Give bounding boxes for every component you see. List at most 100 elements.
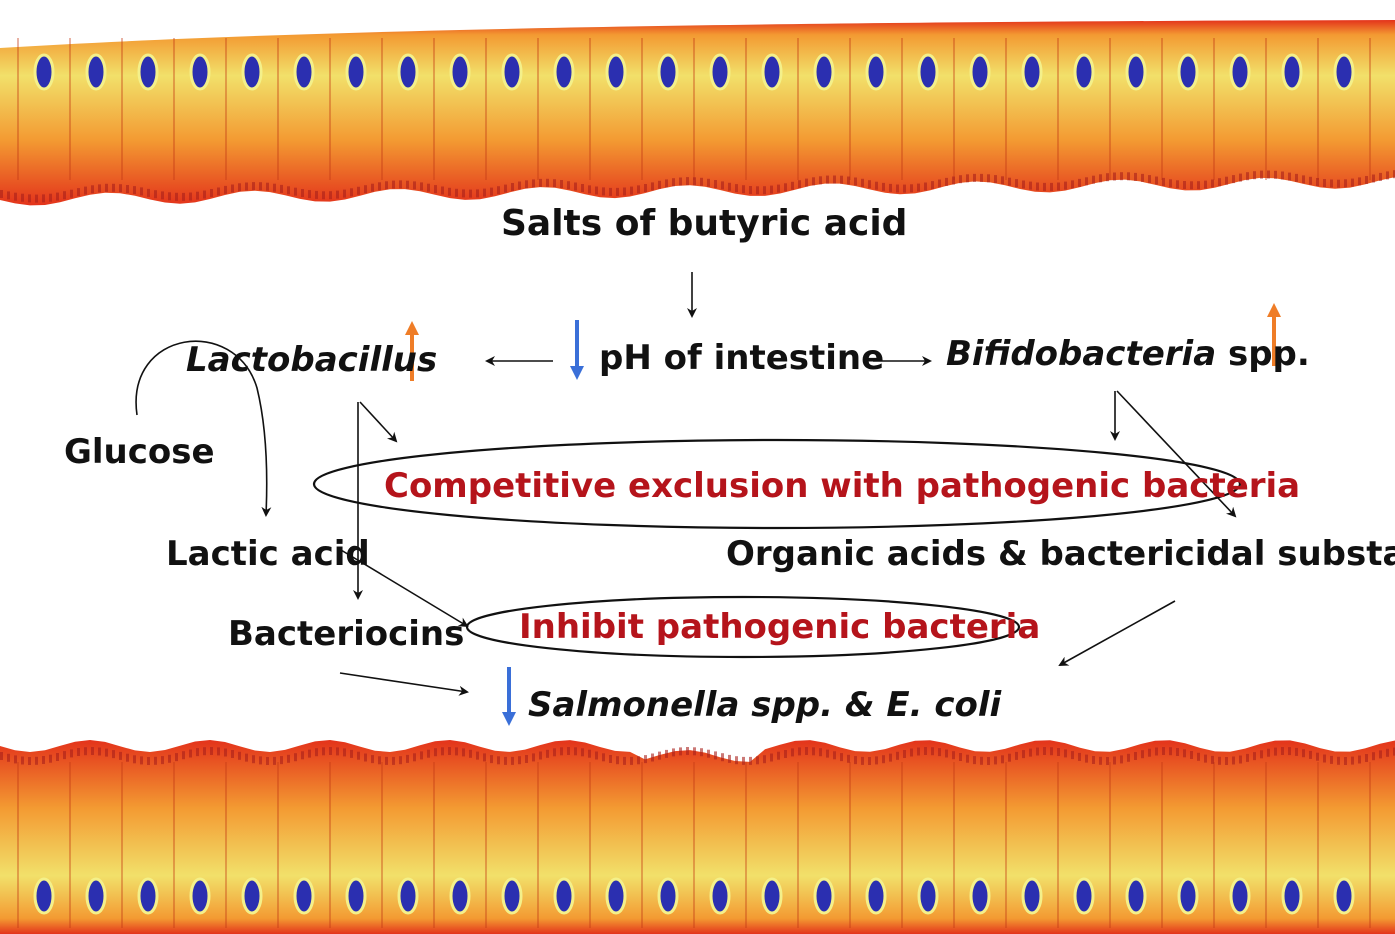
cell-nucleus	[85, 877, 107, 915]
brush-border	[616, 756, 619, 765]
competitive-exclusion-ellipse	[312, 438, 1242, 530]
brush-border	[973, 756, 976, 765]
cell-nucleus	[1177, 53, 1199, 91]
cell-nucleus	[865, 877, 887, 915]
brush-border	[434, 185, 437, 194]
brush-border	[1225, 757, 1228, 765]
brush-border	[1358, 177, 1361, 186]
brush-border	[623, 187, 626, 196]
cell-nucleus	[85, 53, 107, 91]
brush-border	[1029, 748, 1032, 757]
brush-border	[812, 177, 815, 186]
brush-border	[987, 174, 990, 183]
brush-border	[819, 176, 822, 185]
cell-nucleus	[293, 53, 315, 91]
ph-label: pH of intestine	[599, 338, 885, 378]
brush-border	[469, 189, 472, 198]
brush-border	[1267, 170, 1270, 179]
cell-nucleus	[1125, 877, 1147, 915]
brush-border	[28, 194, 31, 203]
brush-border	[917, 183, 920, 192]
intestinal-epithelium-bottom	[0, 740, 1395, 934]
brush-border	[749, 756, 752, 765]
brush-border	[1141, 750, 1144, 759]
brush-border	[21, 193, 24, 202]
brush-border	[1169, 179, 1172, 188]
brush-border	[140, 756, 143, 765]
brush-border	[462, 189, 465, 198]
brush-border	[665, 749, 668, 758]
lactic-acid-label: Lactic acid	[166, 534, 370, 574]
brush-border	[665, 179, 668, 188]
brush-border	[1008, 177, 1011, 186]
brush-border	[168, 192, 171, 201]
brush-border	[658, 180, 661, 189]
cell-nucleus	[865, 53, 887, 91]
brush-border	[399, 756, 402, 765]
brush-border	[266, 757, 269, 765]
brush-border	[1134, 172, 1137, 181]
brush-border	[679, 747, 682, 756]
cell-nucleus	[1281, 53, 1303, 91]
brush-border	[728, 754, 731, 763]
bacteriocins-label: Bacteriocins	[228, 614, 465, 654]
cell-nucleus	[241, 877, 263, 915]
cell-nucleus	[397, 877, 419, 915]
brush-border	[1281, 171, 1284, 180]
bifidobacteria-label: Bifidobacteria spp.	[946, 337, 1310, 371]
brush-border	[490, 755, 493, 764]
brush-border	[343, 189, 346, 198]
cell-nucleus	[501, 53, 523, 91]
cell-nucleus	[813, 877, 835, 915]
brush-border	[217, 747, 220, 756]
brush-border	[1008, 753, 1011, 762]
brush-border	[504, 756, 507, 765]
brush-border	[189, 749, 192, 758]
brush-border	[322, 191, 325, 200]
brush-border	[1183, 181, 1186, 189]
brush-border	[686, 177, 689, 186]
brush-border	[938, 179, 941, 188]
glucose-to-lactic-arrow	[135, 340, 272, 517]
brush-border	[315, 190, 318, 199]
brush-border	[1085, 754, 1088, 763]
brush-border	[1071, 751, 1074, 760]
brush-border	[1281, 747, 1284, 755]
brush-border	[1316, 178, 1319, 186]
brush-border	[525, 180, 528, 189]
brush-border	[973, 173, 976, 182]
brush-border	[175, 192, 178, 201]
pathogens-label: Salmonella spp. & E. coli	[528, 685, 1002, 725]
brush-border	[42, 756, 45, 764]
brush-border	[35, 756, 38, 765]
brush-border	[889, 183, 892, 192]
brush-border	[1302, 749, 1305, 758]
brush-border	[1309, 750, 1312, 759]
brush-border	[553, 179, 556, 188]
cell-nucleus	[33, 877, 55, 915]
brush-border	[588, 749, 591, 758]
brush-border	[595, 751, 598, 760]
brush-border	[413, 753, 416, 762]
cell-nucleus	[553, 53, 575, 91]
brush-border	[1064, 749, 1067, 758]
brush-border	[1351, 178, 1354, 187]
brush-border	[1036, 182, 1039, 191]
brush-border	[49, 193, 52, 202]
brush-border	[735, 756, 738, 765]
brush-border	[826, 175, 829, 184]
brush-border	[777, 184, 780, 193]
brush-border	[364, 753, 367, 762]
brush-border	[532, 179, 535, 188]
brush-border	[490, 187, 493, 196]
cell-nucleus	[1021, 53, 1043, 91]
brush-border	[994, 756, 997, 765]
brush-border	[812, 747, 815, 756]
brush-border	[553, 748, 556, 757]
brush-border	[1176, 180, 1179, 189]
brush-border	[1218, 756, 1221, 765]
brush-border	[1393, 747, 1395, 756]
cell-nucleus	[605, 877, 627, 915]
brush-border	[679, 177, 682, 186]
